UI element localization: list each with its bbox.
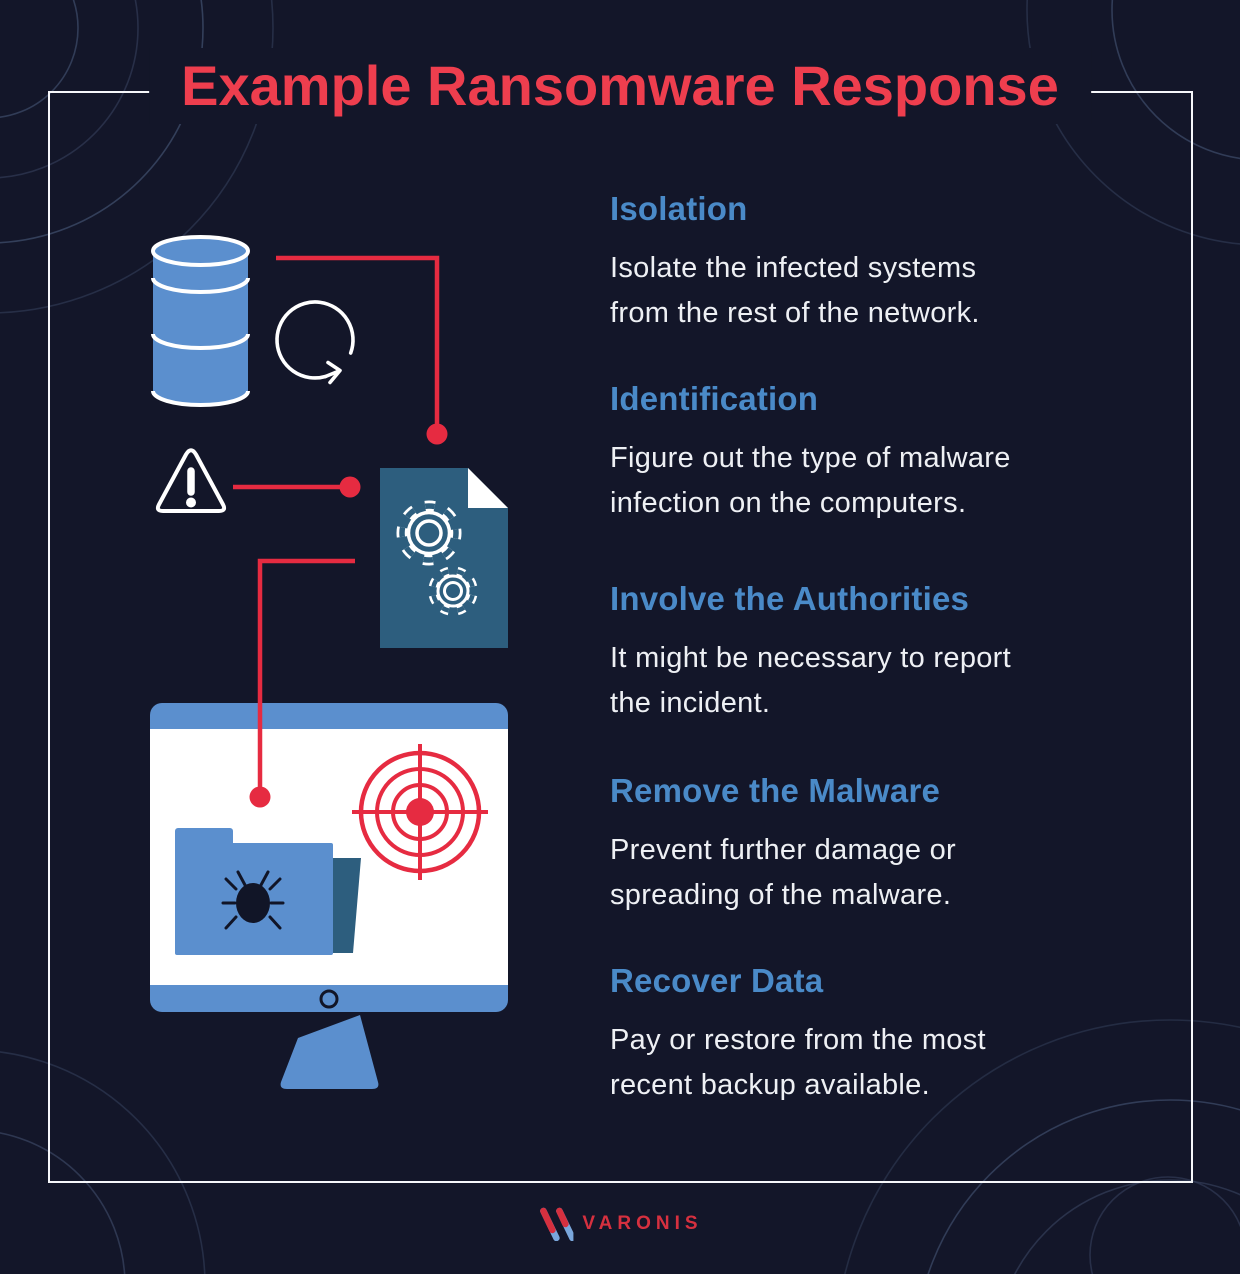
gear-icon-small (428, 566, 478, 616)
section-recover-data: Recover Data Pay or restore from the mos… (610, 960, 1115, 1108)
ransomware-illustration (150, 235, 508, 1089)
connector-dot-3 (249, 786, 271, 808)
connector-line-1 (276, 255, 440, 424)
gear-icon (396, 500, 462, 566)
warning-icon (155, 448, 227, 513)
section-remove-malware: Remove the Malware Prevent further damag… (610, 770, 1115, 918)
connector-dot-2 (339, 476, 361, 498)
bug-icon (221, 870, 285, 930)
section-heading: Remove the Malware (610, 772, 941, 809)
varonis-wordmark: VARONIS (582, 1213, 703, 1234)
section-heading: Isolation (610, 190, 748, 227)
section-heading: Involve the Authorities (610, 580, 970, 617)
connector-dot-1 (426, 423, 448, 445)
database-icon (151, 235, 250, 407)
folded-corner (468, 468, 508, 508)
monitor-icon (150, 703, 508, 1089)
page-title: Example Ransomware Response (149, 48, 1091, 124)
section-involve-authorities: Involve the Authorities It might be nece… (610, 578, 1115, 726)
monitor-button (319, 989, 339, 1009)
section-identification: Identification Figure out the type of ma… (610, 378, 1115, 526)
malware-document-icon (380, 468, 508, 648)
sync-arrow-icon (275, 300, 355, 385)
varonis-logo: VARONIS (537, 1206, 702, 1242)
target-icon (352, 744, 488, 880)
section-heading: Identification (610, 380, 819, 417)
section-heading: Recover Data (610, 962, 824, 999)
varonis-logo-mark (540, 1207, 574, 1241)
connector-line-3 (257, 558, 355, 787)
infected-folder-icon (175, 828, 361, 955)
monitor-stand (280, 1015, 379, 1089)
